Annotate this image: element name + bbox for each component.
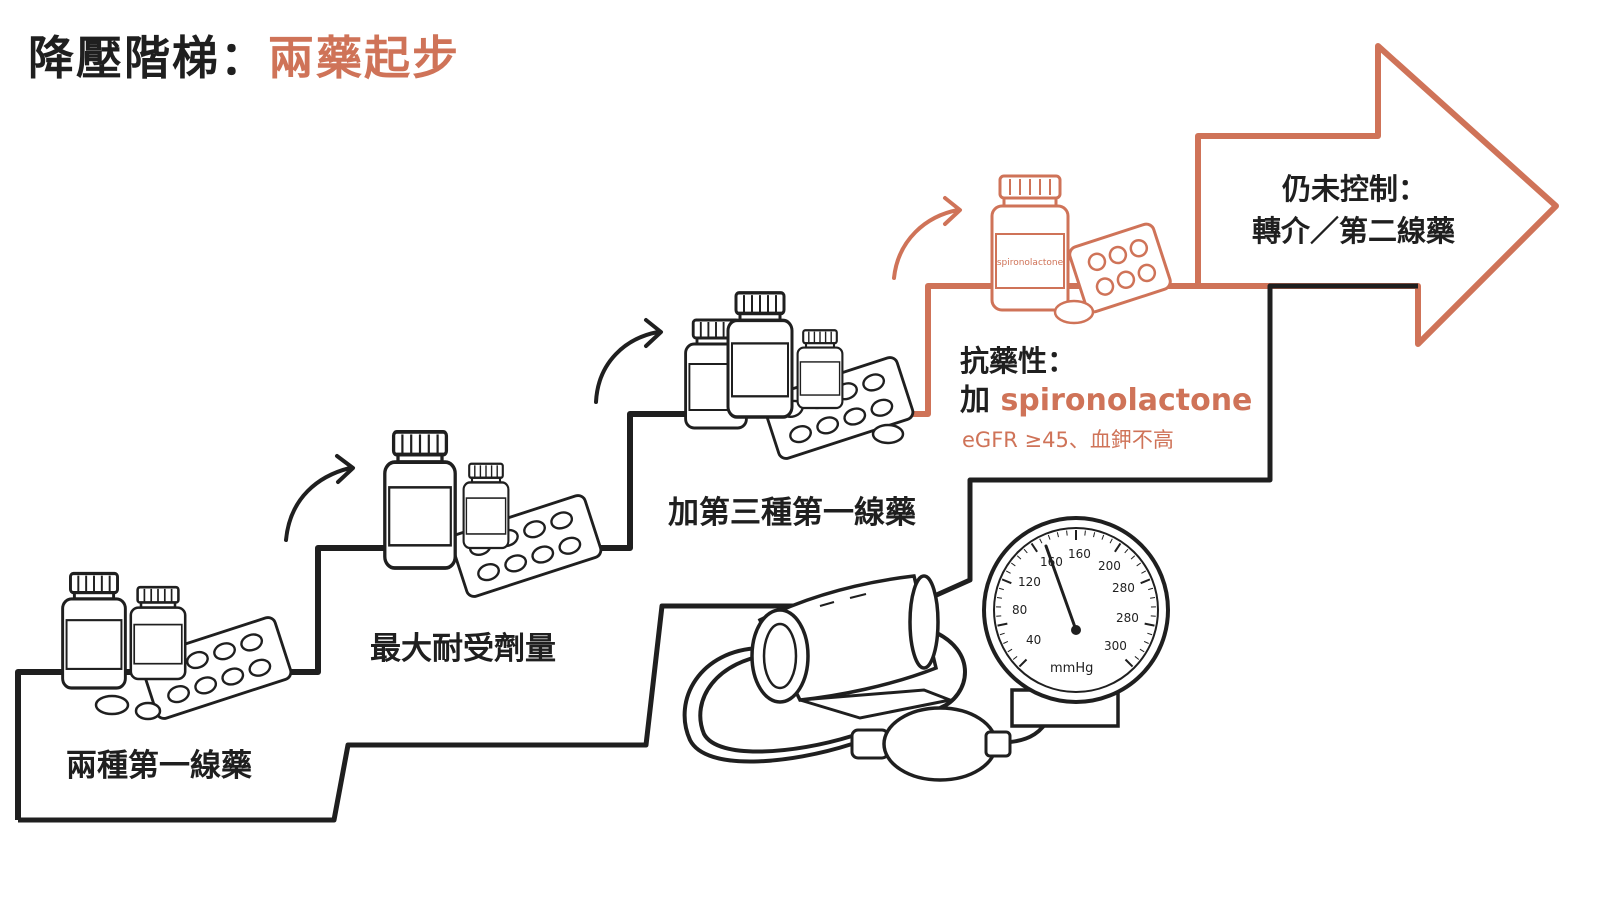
gauge-tick-mark (1084, 530, 1086, 536)
sphygmomanometer-icon: 40 80 120 160 160 200 280 280 300 mmHg (682, 516, 1170, 782)
gauge-tick-mark (1056, 532, 1059, 538)
curved-arrow-icon (644, 318, 663, 348)
curved-arrow-icon (284, 466, 352, 542)
curved-arrow-icon (594, 330, 660, 404)
big-arrow-icon (1172, 43, 1559, 347)
step4-action-prefix: 加 (960, 383, 1001, 418)
gauge-tick-mark (1124, 658, 1134, 668)
gauge-tick-mark (1109, 538, 1113, 544)
page-title: 降壓階梯：兩藥起步 (28, 22, 460, 88)
gauge-tick-mark (1012, 656, 1018, 660)
gauge-tick-mark (1093, 532, 1096, 538)
gauge-tick-label: 300 (1104, 639, 1127, 653)
gauge-tick-label: 160 (1068, 547, 1091, 561)
gauge-tick-mark (1147, 632, 1153, 636)
gauge-tick-label: 280 (1112, 581, 1135, 595)
step3-medication-icon (684, 291, 917, 462)
curved-arrow-icon (892, 208, 960, 280)
step5-action: 轉介／第二線藥 (1252, 214, 1456, 248)
bottle-label-text: spironolactone (997, 258, 1064, 268)
gauge-tick-mark (1149, 596, 1156, 599)
gauge-tick-mark (1143, 640, 1149, 644)
gauge-tick-mark (1066, 530, 1068, 536)
spironolactone-medication-icon: spironolactone (990, 174, 1172, 325)
gauge-tick-mark (998, 587, 1004, 591)
gauge-tick-mark (1001, 578, 1012, 585)
gauge-tick-label: 80 (1012, 603, 1027, 617)
gauge-tick-label: 200 (1098, 559, 1121, 573)
gauge-tick-mark (1144, 622, 1155, 627)
gauge-tick-mark (1005, 570, 1011, 574)
gauge-tick-label: 120 (1018, 575, 1041, 589)
gauge-tick-mark (999, 632, 1005, 636)
step4-action: 加 spironolactone (960, 375, 1252, 419)
gauge-tick-mark (1130, 555, 1136, 560)
step3-label: 加第三種第一線藥 (668, 495, 916, 531)
step2-label: 最大耐受劑量 (370, 631, 556, 667)
gauge-tick-mark (1039, 538, 1043, 544)
step1-medication-icon (61, 571, 295, 722)
gauge-tick-mark (1016, 555, 1022, 560)
gauge-tick-mark (1141, 570, 1147, 574)
gauge-tick-mark (1047, 534, 1051, 540)
step5-heading: 仍未控制： (1282, 172, 1428, 206)
gauge-unit-label: mmHg (1050, 661, 1093, 676)
gauge-tick-mark (1003, 640, 1009, 644)
gauge-tick-mark (1134, 656, 1140, 660)
gauge-tick-mark (1139, 648, 1145, 653)
step1-label: 兩種第一線藥 (66, 748, 252, 784)
step4-drug-name: spironolactone (1000, 383, 1253, 418)
curved-arrow-icon (335, 454, 355, 484)
gauge-tick-mark (1124, 548, 1129, 554)
gauge-tick-mark (1010, 562, 1016, 567)
gauge-tick-mark (1030, 542, 1038, 553)
gauge-tick-mark (1007, 648, 1013, 653)
gauge-tick-mark (1140, 578, 1151, 585)
curved-arrow-icon (943, 196, 962, 226)
step4-condition: eGFR ≥45、血鉀不高 (962, 428, 1174, 452)
gauge-tick-label: 40 (1026, 633, 1041, 647)
gauge-tick-mark (996, 596, 1003, 599)
gauge-tick-mark (1148, 587, 1154, 591)
gauge-tick-mark (1136, 562, 1142, 567)
staircase-line (15, 411, 920, 820)
gauge-tick-mark (997, 622, 1008, 627)
gauge-tick-mark (1023, 548, 1028, 554)
gauge-tick-mark (1114, 542, 1122, 553)
gauge-tick-label: 160 (1040, 555, 1063, 569)
title-accent: 兩藥起步 (268, 31, 460, 85)
step4-heading: 抗藥性： (960, 344, 1077, 378)
gauge-tick-mark (1101, 534, 1105, 540)
gauge-tick-mark (1018, 658, 1028, 668)
title-main: 降壓階梯： (28, 31, 268, 85)
gauge-tick-label: 280 (1116, 611, 1139, 625)
step2-medication-icon (382, 430, 605, 600)
